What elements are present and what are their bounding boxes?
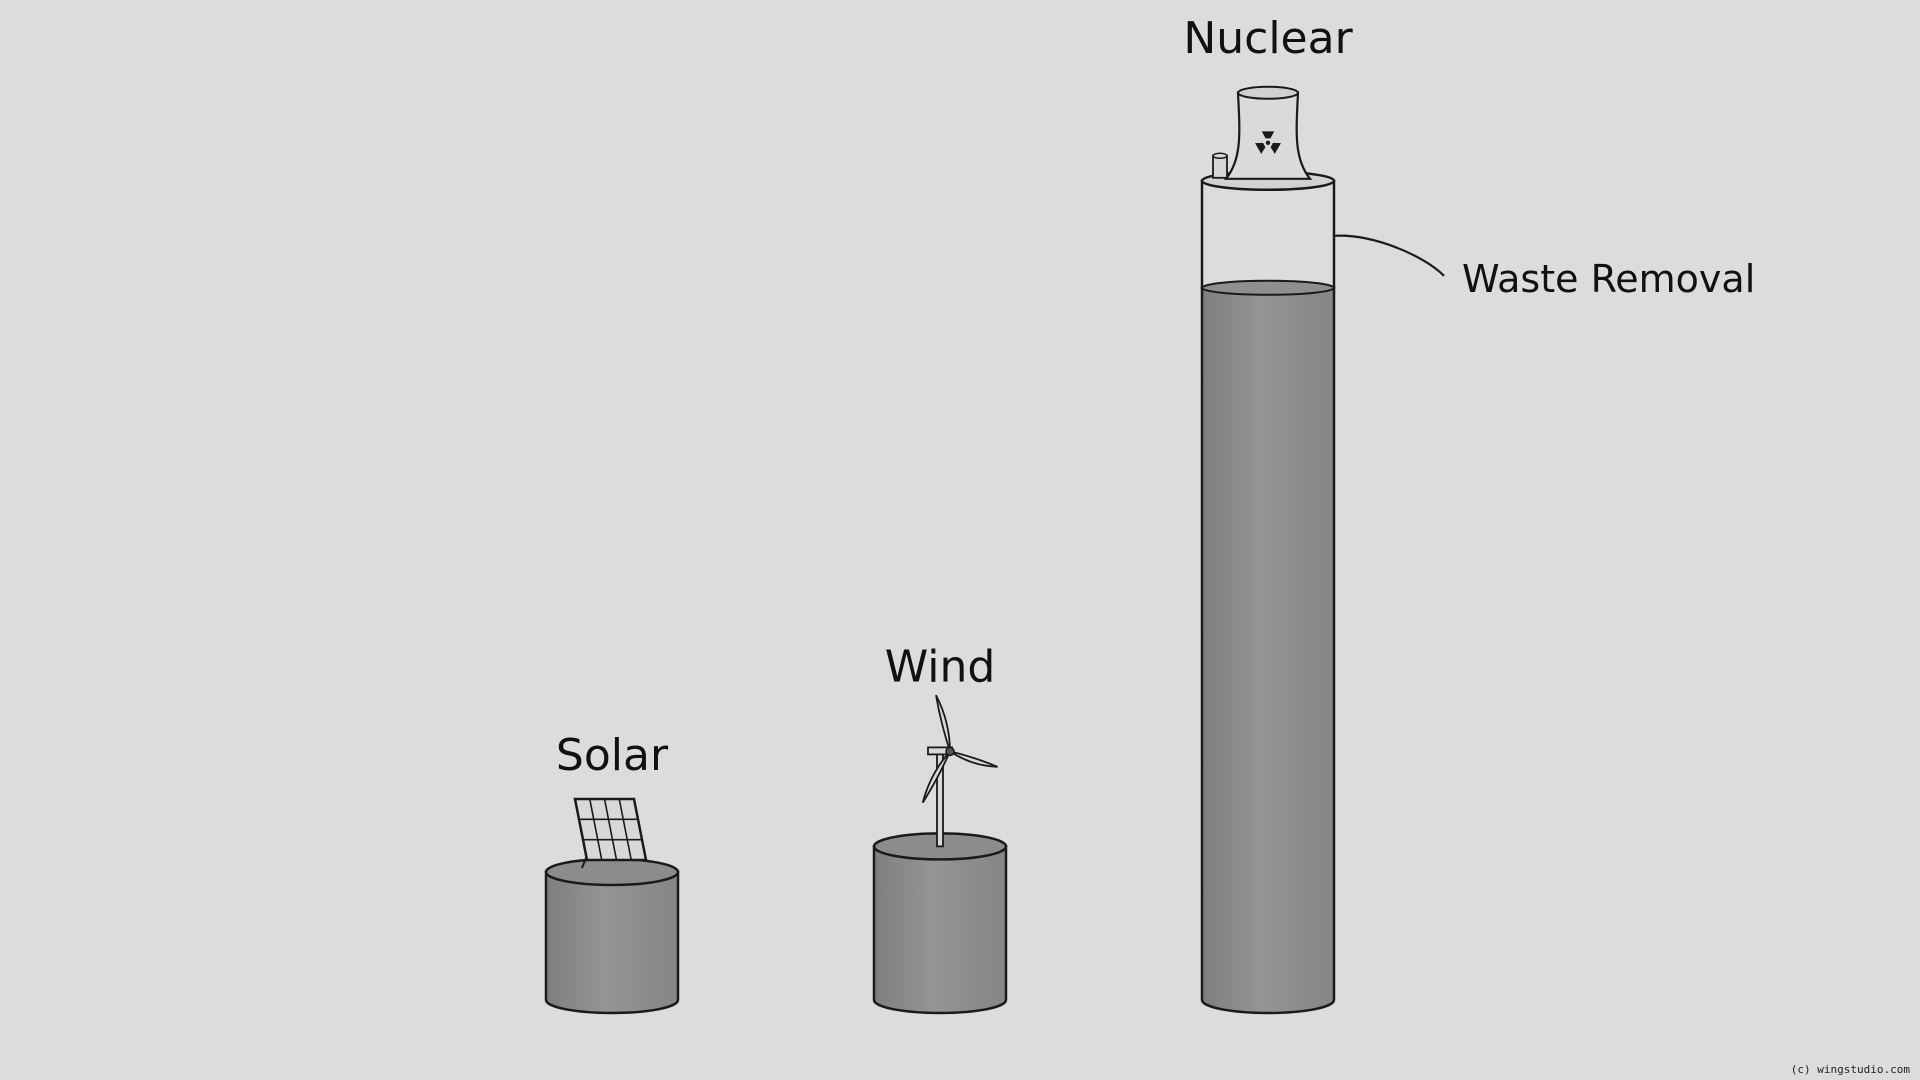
category-label-nuclear: Nuclear: [1183, 13, 1353, 64]
annotation-leader-line: [1333, 234, 1445, 277]
solar-panel-icon: [573, 797, 648, 869]
credit-text: (c) wingstudio.com: [1790, 1063, 1910, 1076]
bar-solar: [544, 857, 680, 1015]
annotation-waste-removal: Waste Removal: [1462, 257, 1755, 301]
bar-wind: [872, 832, 1008, 1015]
cooling-tower-icon: [1212, 85, 1313, 180]
bar-nuclear: [1200, 170, 1336, 1015]
category-label-solar: Solar: [556, 730, 669, 781]
category-label-wind: Wind: [885, 641, 996, 692]
wind-turbine-icon: [921, 694, 998, 848]
